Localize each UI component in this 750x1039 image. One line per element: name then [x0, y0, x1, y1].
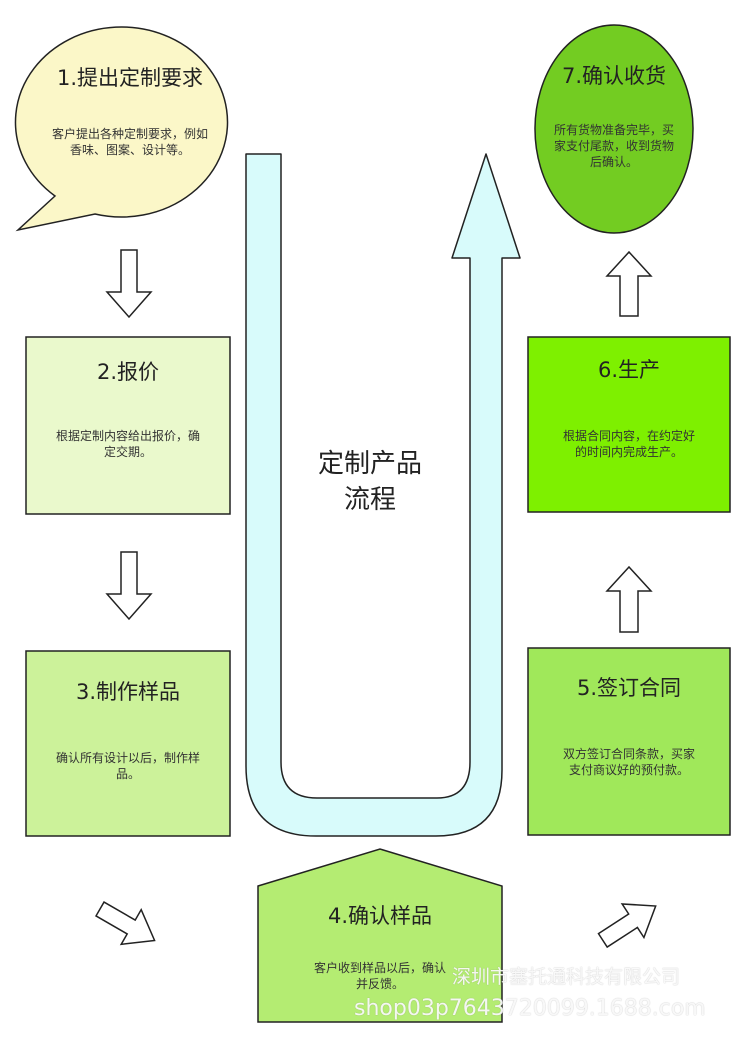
- diagonal-arrow-4-to-5: [597, 903, 657, 949]
- step2-desc-line: 根据定制内容给出报价，确: [55, 429, 200, 443]
- step4-pentagon-shape: [257, 848, 503, 1023]
- step5-desc-line: 支付商议好的预付款。: [568, 763, 689, 777]
- step6-desc-line: 的时间内完成生产。: [574, 445, 683, 459]
- step6-box-shape: [527, 336, 731, 513]
- step7-ellipse-shape: [534, 24, 694, 234]
- step1-desc-line: 客户提出各种定制要求，例如: [51, 127, 208, 141]
- center-label-line: 流程: [343, 485, 396, 515]
- step3-description: 确认所有设计以后，制作样 品。: [56, 750, 200, 782]
- step2-desc-line: 定交期。: [103, 445, 152, 459]
- step6-title: 6.生产: [597, 358, 661, 382]
- step7-title: 7.确认收货: [561, 64, 667, 88]
- step5-box: 5.签订合同 双方签订合同条款，买家 支付商议好的预付款。: [528, 672, 730, 778]
- step5-box-shape: [527, 647, 731, 836]
- step1-speech-bubble: [14, 26, 229, 232]
- step7-ellipse: 7.确认收货 所有货物准备完毕，买 家支付尾款，收到货物 后确认。: [535, 60, 693, 170]
- step2-box-shape: [25, 336, 231, 515]
- step1-bubble: 1.提出定制要求 客户提出各种定制要求，例如 香味、图案、设计等。: [30, 62, 230, 158]
- up-arrow-5-to-6: [605, 565, 653, 633]
- step4-description: 客户收到样品以后，确认 并反馈。: [314, 960, 446, 992]
- step2-title: 2.报价: [96, 360, 160, 384]
- step7-desc-line: 家支付尾款，收到货物: [553, 139, 674, 153]
- down-arrow-2-to-3: [105, 551, 153, 621]
- step7-desc-line: 所有货物准备完毕，买: [553, 123, 674, 137]
- step6-description: 根据合同内容，在约定好 的时间内完成生产。: [563, 428, 695, 460]
- step3-title: 3.制作样品: [75, 680, 181, 704]
- down-arrow-1-to-2: [105, 249, 153, 319]
- step3-desc-line: 确认所有设计以后，制作样: [55, 751, 200, 765]
- step3-box: 3.制作样品 确认所有设计以后，制作样 品。: [26, 676, 230, 782]
- step5-title: 5.签订合同: [576, 676, 682, 700]
- diagonal-arrow-3-to-4: [94, 901, 156, 946]
- center-label-line: 定制产品: [317, 449, 422, 479]
- step3-desc-line: 品。: [115, 767, 140, 781]
- step6-desc-line: 根据合同内容，在约定好: [562, 429, 695, 443]
- step4-desc-line: 并反馈。: [355, 977, 404, 991]
- step1-description: 客户提出各种定制要求，例如 香味、图案、设计等。: [52, 126, 208, 158]
- step5-description: 双方签订合同条款，买家 支付商议好的预付款。: [563, 746, 695, 778]
- step6-box: 6.生产 根据合同内容，在约定好 的时间内完成生产。: [528, 354, 730, 460]
- step2-box: 2.报价 根据定制内容给出报价，确 定交期。: [26, 356, 230, 460]
- center-flow-label: 定制产品 流程: [300, 446, 440, 518]
- step5-desc-line: 双方签订合同条款，买家: [562, 747, 695, 761]
- watermark-company: 深圳市塞托通科技有限公司: [452, 966, 681, 988]
- step7-description: 所有货物准备完毕，买 家支付尾款，收到货物 后确认。: [554, 122, 674, 170]
- step2-description: 根据定制内容给出报价，确 定交期。: [56, 428, 200, 460]
- step4-pentagon: 4.确认样品 客户收到样品以后，确认 并反馈。: [258, 900, 502, 992]
- u-shaped-process-arrow: [245, 153, 521, 837]
- step4-title: 4.确认样品: [327, 904, 433, 928]
- step3-box-shape: [25, 650, 231, 837]
- step4-desc-line: 客户收到样品以后，确认: [313, 961, 446, 975]
- step1-desc-line: 香味、图案、设计等。: [69, 143, 190, 157]
- step1-title: 1.提出定制要求: [56, 66, 204, 90]
- watermark-shop-url: shop03p7643720099.1688.com: [354, 996, 706, 1021]
- up-arrow-6-to-7: [605, 250, 653, 317]
- step7-desc-line: 后确认。: [589, 155, 638, 169]
